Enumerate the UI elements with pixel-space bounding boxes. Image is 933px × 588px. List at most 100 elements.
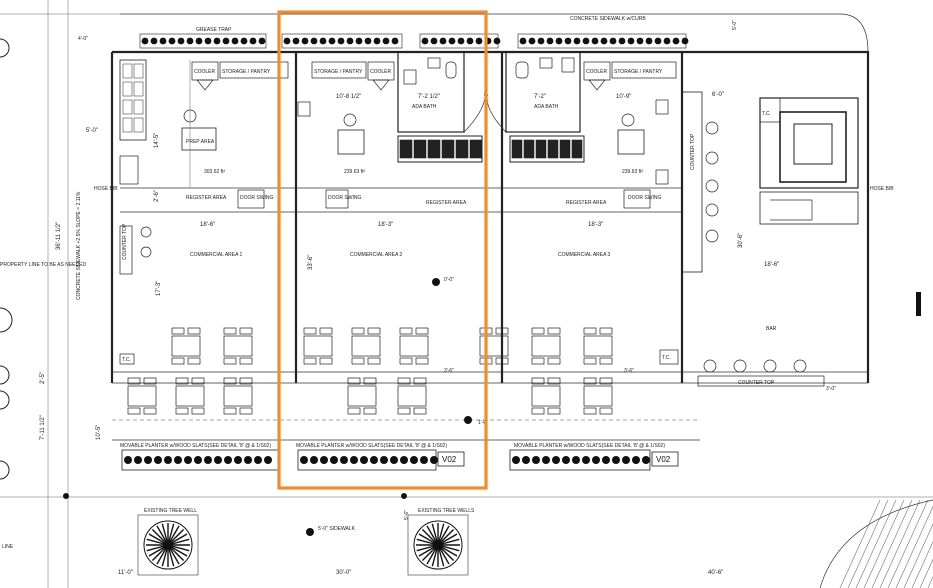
dining-table	[351, 335, 381, 357]
shrub	[532, 456, 540, 464]
shrub	[612, 456, 620, 464]
highlight-box	[277, 10, 488, 490]
shrub	[141, 37, 149, 45]
shrub	[672, 37, 680, 45]
shrub	[340, 456, 348, 464]
unit-1-name: COMMERCIAL AREA 1	[190, 252, 243, 258]
hose-bib-left: HOSE BIB	[94, 186, 118, 192]
bar-tc-tag-top: T.C.	[762, 111, 771, 117]
dim-bottom-30: 30'-0"	[336, 570, 351, 576]
planter-tag-3: V02	[656, 455, 671, 464]
tree-branch	[437, 544, 445, 567]
dining-table	[479, 335, 509, 357]
dim-10-5: 10'-5"	[96, 425, 102, 440]
shrub	[134, 456, 142, 464]
bar-stool	[793, 359, 807, 373]
tree-branch	[167, 544, 180, 565]
tree-branch	[167, 544, 175, 567]
unit-3-storage-label: STORAGE / PANTRY	[614, 69, 663, 75]
hatch-line	[919, 558, 933, 588]
tree-branch	[437, 544, 458, 557]
tree-canopy	[143, 520, 193, 570]
unit-3-cooler-label: COOLER	[586, 69, 608, 75]
line-note: LINE	[2, 544, 14, 550]
tree-well	[137, 514, 199, 576]
bar-stool	[763, 359, 777, 373]
shrub	[564, 37, 572, 45]
hatch-line	[855, 499, 897, 588]
chair	[223, 407, 237, 415]
chair	[191, 377, 205, 385]
chair	[367, 327, 381, 335]
shrub	[214, 456, 222, 464]
shelf-unit	[441, 139, 455, 159]
shrub	[213, 37, 221, 45]
shrub	[439, 37, 447, 45]
curb-curve	[819, 499, 933, 588]
tree-canopy	[413, 520, 463, 570]
tree-note-left: EXISTING TREE WELL	[144, 508, 197, 514]
shelf-unit	[427, 139, 441, 159]
shrub	[224, 456, 232, 464]
shrub	[240, 37, 248, 45]
planter-note-1: MOVABLE PLANTER w/WOOD SLATS(SEE DETAIL …	[120, 443, 271, 449]
unit-2-cooler-label: COOLER	[370, 69, 392, 75]
shrub	[546, 37, 554, 45]
chair	[223, 377, 237, 385]
tree-branch	[151, 528, 169, 546]
shrub	[301, 37, 309, 45]
tree-branch	[167, 523, 175, 546]
shrub	[642, 456, 650, 464]
dining-table	[303, 335, 333, 357]
shelf-unit	[455, 139, 469, 159]
planter-note-2: MOVABLE PLANTER w/WOOD SLATS(SEE DETAIL …	[296, 443, 447, 449]
tree-icon	[407, 514, 469, 576]
dining-table	[399, 335, 429, 357]
dim-3-0: 3'-0"	[826, 386, 836, 392]
shrub	[177, 37, 185, 45]
hatch-line	[871, 499, 913, 588]
chair	[303, 327, 317, 335]
shrub	[542, 456, 550, 464]
shelf-unit	[413, 139, 427, 159]
hatch-line	[879, 499, 921, 588]
dining-table	[397, 385, 427, 407]
bottom-planters	[121, 449, 651, 471]
shelf-unit	[511, 139, 523, 159]
chair	[127, 377, 141, 385]
chair	[599, 377, 613, 385]
shrub	[380, 456, 388, 464]
unit-3-width-dim: 18'-3"	[588, 222, 603, 228]
tree-branch	[437, 528, 455, 546]
chair	[415, 327, 429, 335]
shrub	[164, 456, 172, 464]
chair	[599, 327, 613, 335]
chair	[531, 357, 545, 365]
shelf-unit	[523, 139, 535, 159]
hatch-line	[847, 499, 889, 588]
tree-branch	[431, 544, 439, 567]
chair	[347, 377, 361, 385]
shrub	[144, 456, 152, 464]
shrub	[330, 456, 338, 464]
planter-note-3: MOVABLE PLANTER w/WOOD SLATS(SEE DETAIL …	[514, 443, 665, 449]
tree-branch	[416, 538, 439, 546]
unit-2-name: COMMERCIAL AREA 2	[350, 252, 403, 258]
street-trees	[137, 514, 469, 576]
unit-3-kitchen	[485, 51, 677, 209]
chair	[187, 327, 201, 335]
unit-3-bath-label: ADA BATH	[534, 104, 559, 110]
dining-table	[531, 335, 561, 357]
tree-branch	[167, 533, 188, 546]
dim-33-6: 33'-6"	[308, 255, 314, 270]
bar-stool	[705, 179, 719, 193]
tree-branch	[156, 525, 169, 546]
hatch-line	[887, 499, 929, 588]
dim-left-5: 5'-0"	[86, 128, 98, 134]
chair	[319, 357, 333, 365]
shrub	[430, 37, 438, 45]
shrub	[582, 37, 590, 45]
dim-2-6: 2'-6"	[154, 190, 160, 202]
shrub	[391, 37, 399, 45]
shrub	[231, 37, 239, 45]
